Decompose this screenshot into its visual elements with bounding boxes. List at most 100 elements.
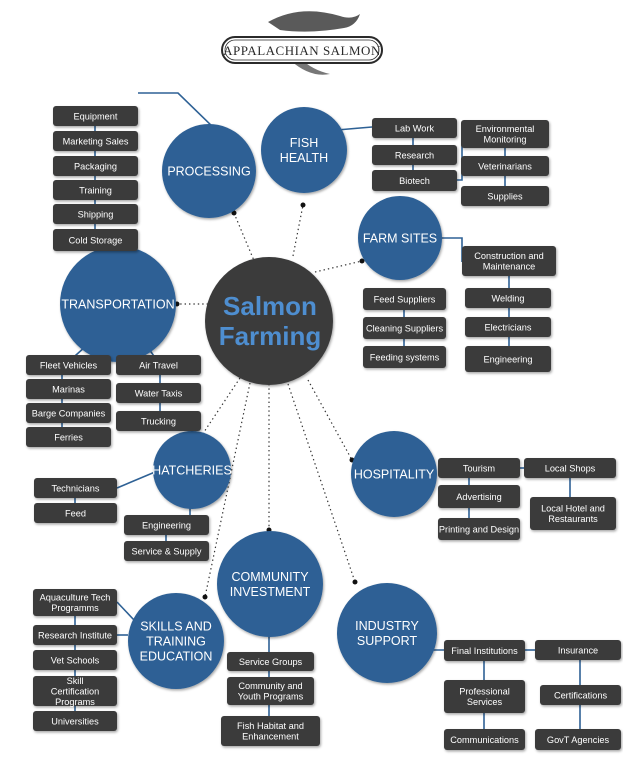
category-farm-sites: FARM SITES xyxy=(358,196,442,280)
item-box-bg xyxy=(461,186,549,206)
item-box-label: Technicians xyxy=(51,483,99,493)
item-box-label: Air Travel xyxy=(139,360,178,370)
category-label: COMMUNITY xyxy=(231,570,309,584)
item-box: Cleaning Suppliers xyxy=(363,317,446,339)
item-box: Welding xyxy=(465,288,551,308)
item-box-bg xyxy=(53,156,138,176)
item-box: Water Taxis xyxy=(116,383,201,403)
link-dot-processing xyxy=(231,210,237,216)
item-box: Training xyxy=(53,180,138,200)
category-circle xyxy=(128,593,224,689)
item-box-bg xyxy=(53,204,138,224)
item-box-bg xyxy=(124,515,209,535)
item-box: Feeding systems xyxy=(363,346,446,368)
category-circle xyxy=(261,107,347,193)
item-box-bg xyxy=(221,716,320,746)
item-box-label: Feed xyxy=(65,508,86,518)
link-hospitality xyxy=(307,379,353,461)
item-box-bg xyxy=(116,355,201,375)
link-fish-health xyxy=(292,204,304,257)
category-circle xyxy=(337,583,437,683)
item-box-bg xyxy=(465,288,551,308)
item-box-label: Shipping xyxy=(78,209,114,219)
item-box-label: Engineering xyxy=(483,354,532,364)
item-box-label: Training xyxy=(79,185,112,195)
item-box-bg xyxy=(444,729,525,750)
item-box: Feed Suppliers xyxy=(363,288,446,310)
item-box: Electricians xyxy=(465,317,551,337)
item-box-bg xyxy=(444,680,525,713)
fish-icon xyxy=(268,11,360,32)
item-box-bg xyxy=(461,156,549,176)
item-box: Engineering xyxy=(465,346,551,372)
item-box: Engineering xyxy=(124,515,209,535)
category-label: FISH xyxy=(290,136,318,150)
item-box-label: Biotech xyxy=(399,176,430,186)
link-dot-fish-health xyxy=(300,202,306,208)
link-dot-farm-sites xyxy=(359,258,365,264)
category-hatcheries: HATCHERIES xyxy=(152,431,232,509)
item-box-bg xyxy=(465,346,551,372)
item-box-label: Advertising xyxy=(456,492,501,502)
item-box-label: Ferries xyxy=(54,432,83,442)
item-box-label: Final Institutions xyxy=(451,646,518,656)
item-box-label: Printing and Design xyxy=(439,524,519,534)
item-box: Communications xyxy=(444,729,525,750)
item-box: Printing and Design xyxy=(438,518,520,540)
hub: Salmon Farming xyxy=(205,257,333,385)
item-box: Lab Work xyxy=(372,118,457,138)
item-box-bg xyxy=(33,650,117,670)
item-box: Technicians xyxy=(34,478,117,498)
item-box-bg xyxy=(363,346,446,368)
item-box: Insurance xyxy=(535,640,621,660)
category-label: PROCESSING xyxy=(167,165,250,179)
category-label: TRANSPORTATION xyxy=(61,298,174,312)
item-box-bg xyxy=(372,170,457,191)
category-label: HATCHERIES xyxy=(152,464,232,478)
item-box-bg xyxy=(53,106,138,126)
item-box-bg xyxy=(53,229,138,251)
item-box-bg xyxy=(372,145,457,165)
item-box-label: Feed Suppliers xyxy=(374,294,436,304)
item-box-bg xyxy=(363,317,446,339)
item-box: Air Travel xyxy=(116,355,201,375)
item-box-bg xyxy=(53,180,138,200)
item-box: Feed xyxy=(34,503,117,523)
category-circle xyxy=(351,431,437,517)
item-box-bg xyxy=(33,711,117,731)
item-box: Supplies xyxy=(461,186,549,206)
hub-circle xyxy=(205,257,333,385)
item-box-label: Vet Schools xyxy=(51,655,100,665)
item-box-label: Tourism xyxy=(463,463,496,473)
item-box: Local Shops xyxy=(524,458,616,478)
item-box-bg xyxy=(524,458,616,478)
item-box-label: Veterinarians xyxy=(478,161,532,171)
item-box-label: Fleet Vehicles xyxy=(40,360,98,370)
item-box: Trucking xyxy=(116,411,201,431)
link-farm-sites xyxy=(314,260,363,273)
logo: APPALACHIAN SALMON xyxy=(221,11,383,75)
item-box-bg xyxy=(124,541,209,561)
item-box-label: Insurance xyxy=(558,645,598,655)
item-box-label: Marinas xyxy=(52,384,85,394)
item-box-label: Research xyxy=(395,150,434,160)
item-box-bg xyxy=(462,246,556,276)
item-box: Ferries xyxy=(26,427,111,447)
item-box-bg xyxy=(363,288,446,310)
category-circle xyxy=(153,431,231,509)
item-box-bg xyxy=(34,478,117,498)
category-transportation: TRANSPORTATION xyxy=(60,246,176,362)
item-box-bg xyxy=(33,589,117,616)
item-box: Final Institutions xyxy=(444,640,525,661)
